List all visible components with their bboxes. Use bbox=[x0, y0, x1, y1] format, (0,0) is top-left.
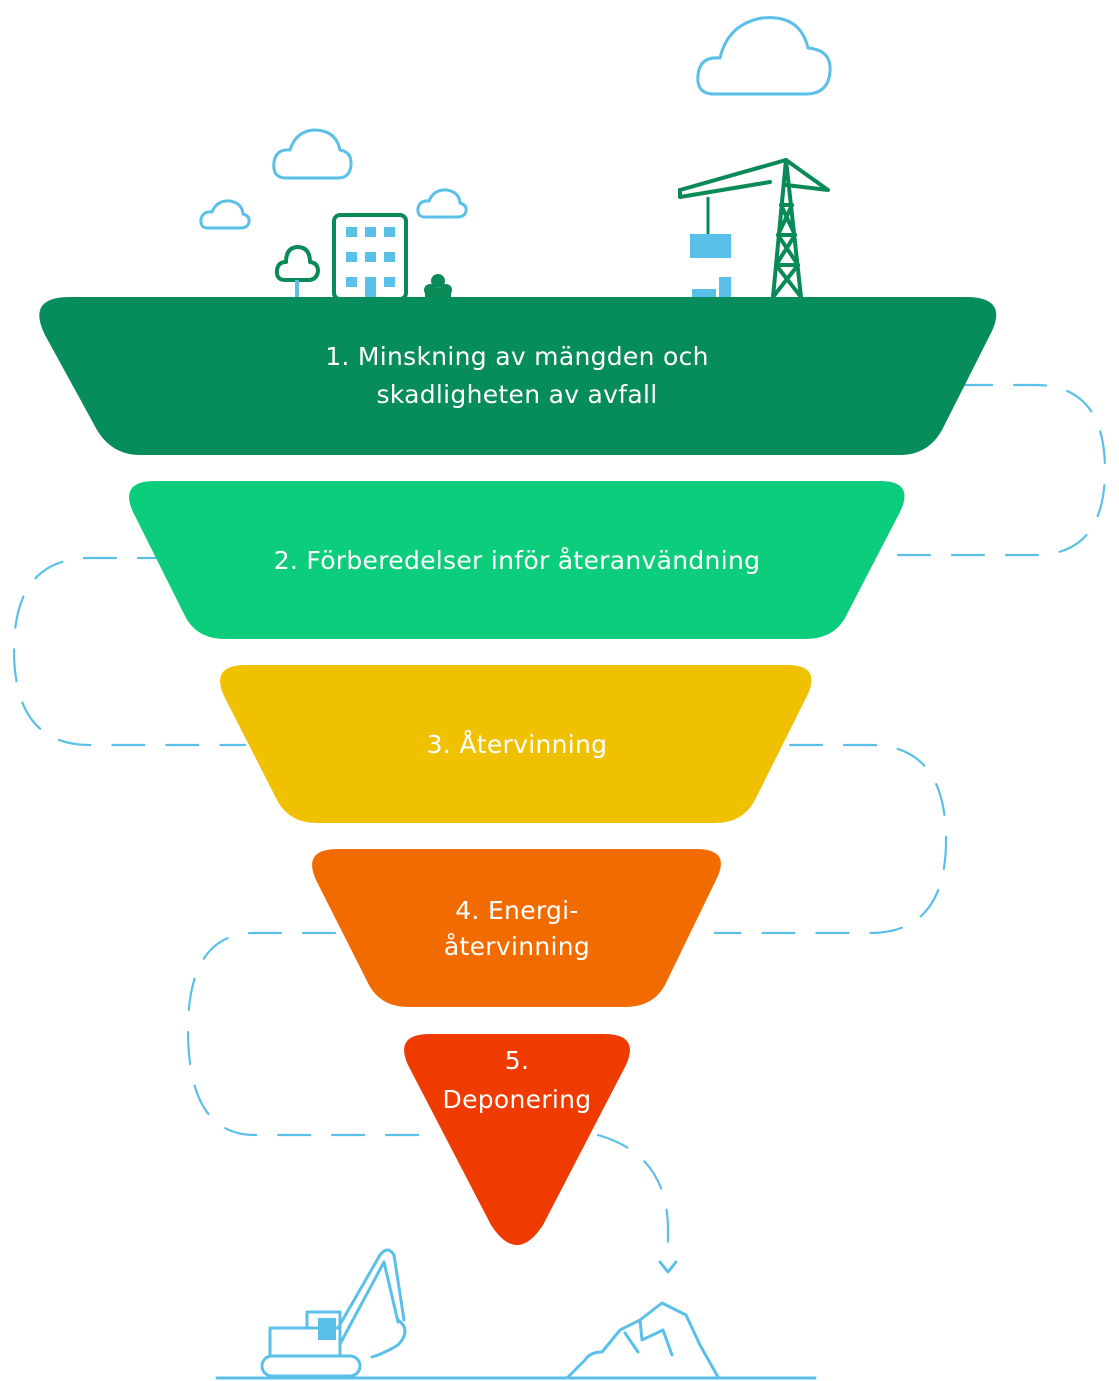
level-3-label: 3. Återvinning bbox=[427, 730, 608, 759]
excavator-icon bbox=[260, 1248, 407, 1378]
level-4-label: 4. Energi- bbox=[455, 896, 579, 925]
cloud-icon bbox=[696, 16, 832, 96]
cloud-icon bbox=[416, 188, 468, 219]
tree-icon bbox=[274, 245, 320, 297]
level-2-label: 2. Förberedelser inför återanvändning bbox=[274, 546, 761, 575]
level-1-label-line-2: skadligheten av avfall bbox=[376, 380, 657, 409]
level-1-band: 1. Minskning av mängden och skadligheten… bbox=[39, 297, 997, 455]
arrow-down-icon bbox=[658, 1260, 678, 1274]
level-4-label-line-2: återvinning bbox=[444, 932, 590, 961]
landfill-pile-icon bbox=[566, 1301, 720, 1379]
cloud-icon bbox=[272, 128, 353, 180]
level-5-band: 5. Deponering bbox=[404, 1034, 630, 1245]
level-1-label: 1. Minskning av mängden och bbox=[325, 342, 709, 371]
building-icon bbox=[332, 213, 408, 301]
level-3-band: 3. Återvinning bbox=[220, 665, 812, 823]
level-5-label: 5. bbox=[505, 1046, 529, 1075]
level-2-band: 2. Förberedelser inför återanvändning bbox=[129, 481, 905, 639]
bush-icon bbox=[424, 274, 452, 297]
dashed-flow-path bbox=[12, 383, 1107, 1274]
cloud-icon bbox=[199, 199, 251, 230]
level-4-band: 4. Energi- återvinning bbox=[312, 849, 721, 1007]
level-5-label-line-2: Deponering bbox=[443, 1085, 592, 1114]
crane-icon bbox=[678, 158, 830, 301]
